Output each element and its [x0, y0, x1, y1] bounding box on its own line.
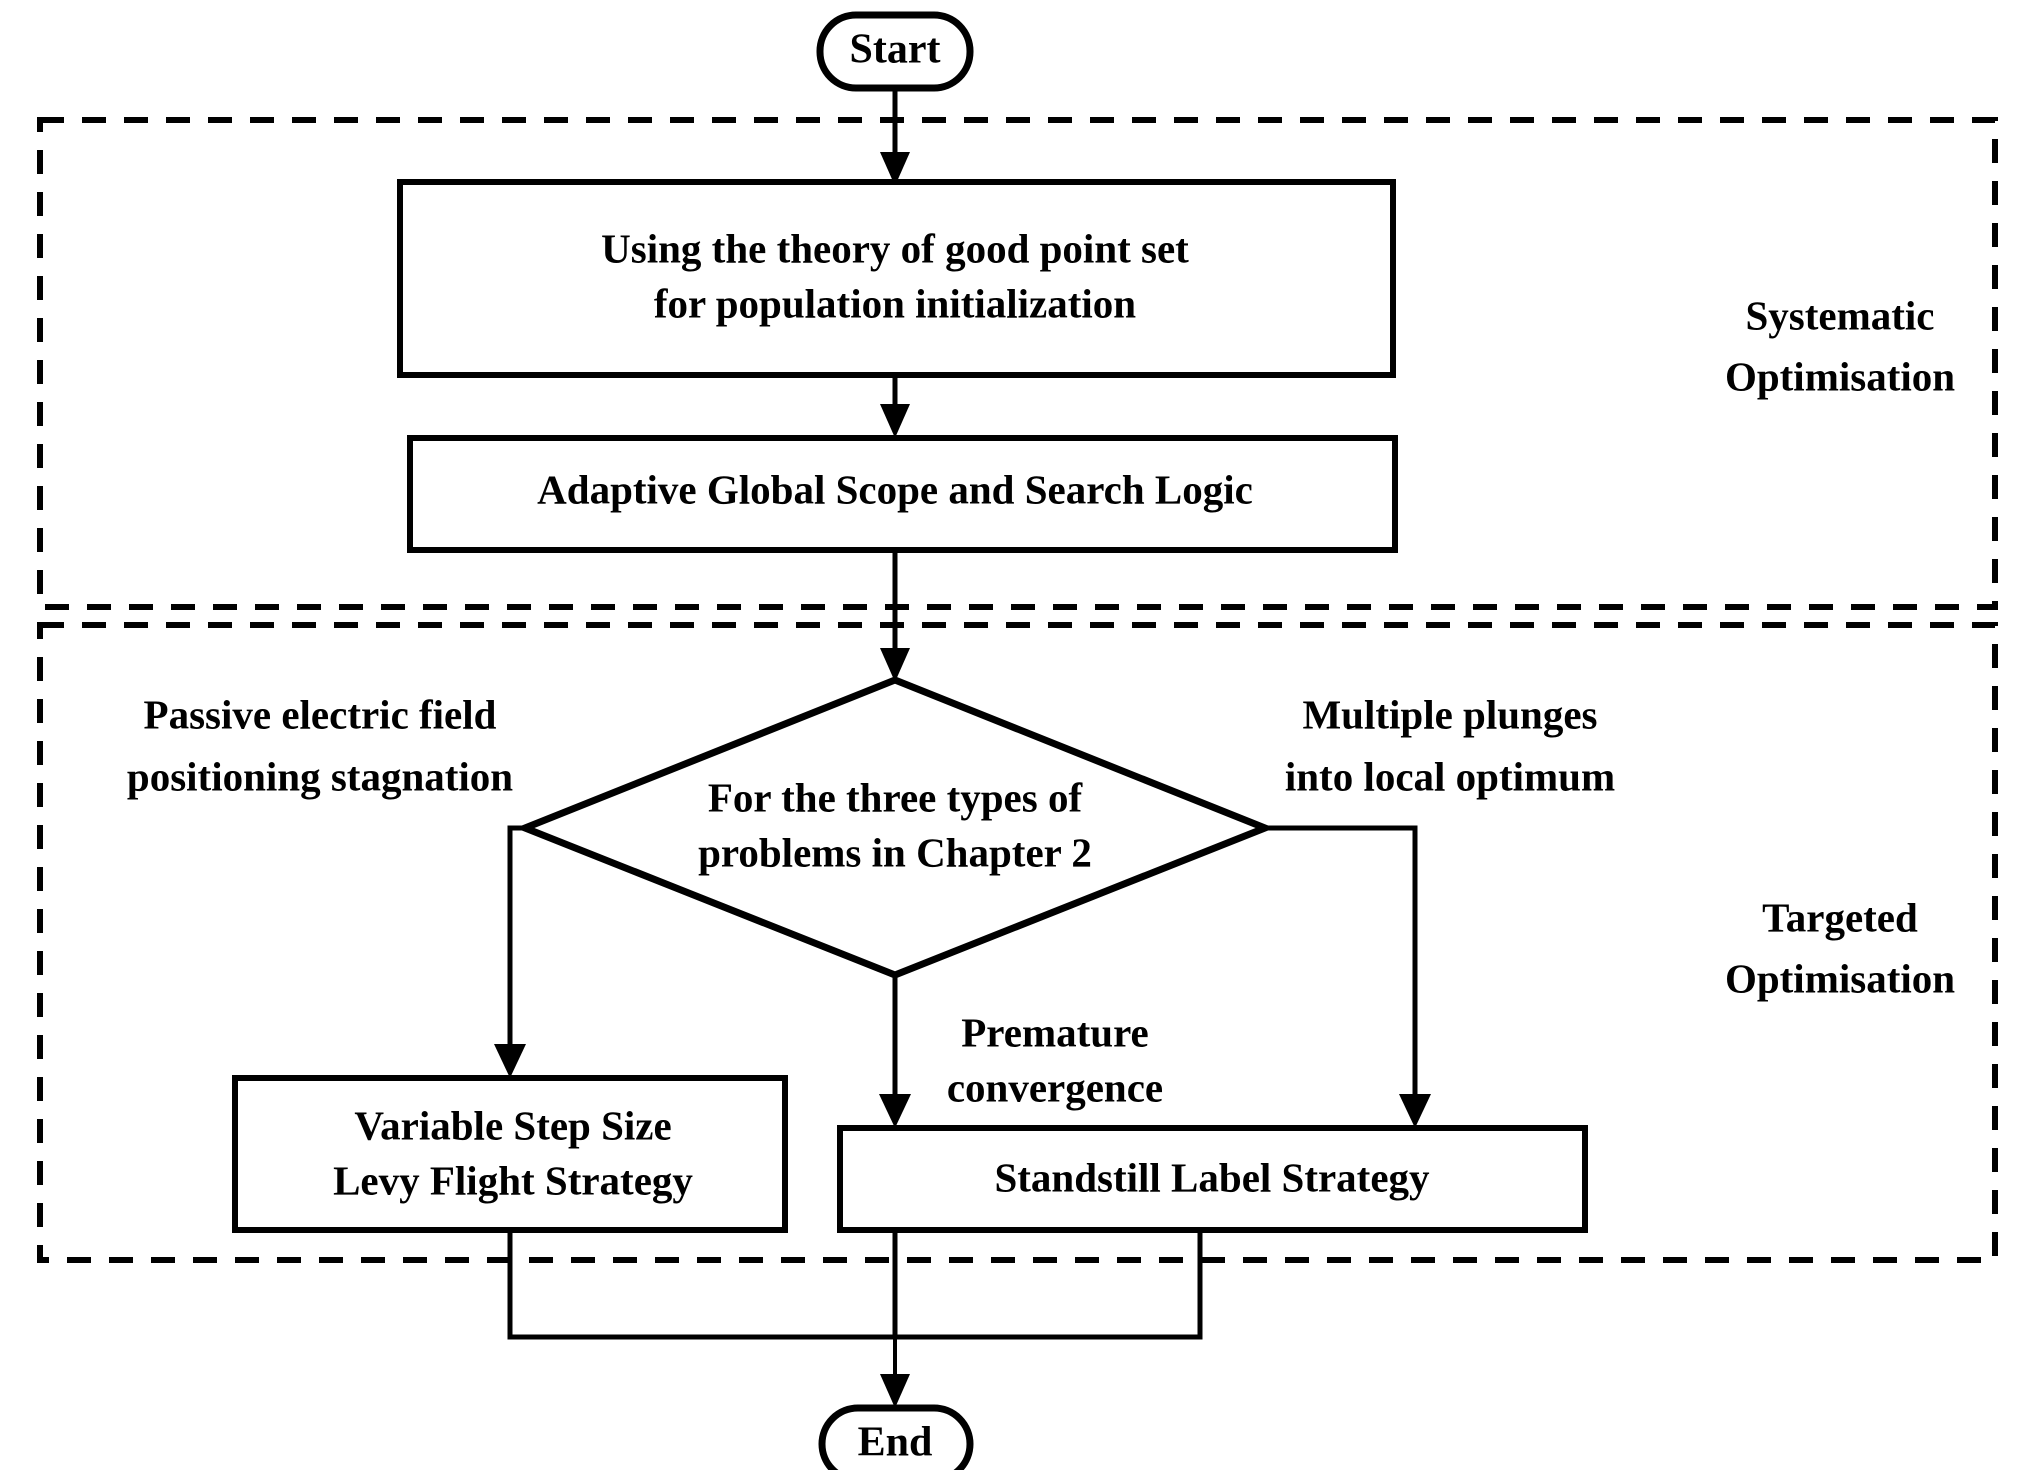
- node-end-shape[interactable]: [818, 1404, 974, 1470]
- edge-init-to-adaptive: [880, 375, 910, 438]
- node-standstill-shape[interactable]: [837, 1125, 1588, 1233]
- node-adaptive-shape[interactable]: [407, 435, 1398, 553]
- node-levy-label-line1: Variable Step Size: [354, 1102, 671, 1148]
- edge-label-left-branch-line2: positioning stagnation: [127, 753, 513, 799]
- edge-decision-to-levy: [494, 825, 526, 1078]
- node-decision-label-line2: problems in Chapter 2: [698, 829, 1092, 875]
- node-init-label-line2: for population initialization: [654, 280, 1136, 326]
- edge-label-left-branch-line1: Passive electric field: [144, 691, 497, 737]
- node-init-shape[interactable]: [397, 179, 1396, 378]
- edge-merge-to-end: [507, 1230, 1203, 1408]
- group-label-targeted-line2: Optimisation: [1725, 955, 1955, 1001]
- node-decision-shape[interactable]: [515, 676, 1275, 979]
- group-box-systematic-optimisation: [37, 117, 1998, 610]
- group-label-systematic-line1: Systematic: [1745, 292, 1934, 338]
- edge-decision-to-standstill-right: [1265, 825, 1431, 1128]
- node-standstill-label: Standstill Label Strategy: [994, 1154, 1430, 1200]
- group-box-targeted-optimisation: [37, 622, 1998, 1263]
- node-decision-label-line1: For the three types of: [708, 774, 1084, 820]
- group-label-targeted-line1: Targeted: [1762, 894, 1918, 940]
- edge-adaptive-to-decision: [880, 550, 910, 682]
- edge-start-to-init: [880, 88, 910, 186]
- node-levy-label-line2: Levy Flight Strategy: [333, 1157, 693, 1203]
- edge-label-right-branch-line2: into local optimum: [1285, 753, 1615, 799]
- edge-label-middle-branch-line2: convergence: [947, 1064, 1163, 1110]
- node-start-label: Start: [850, 27, 941, 73]
- edge-decision-to-standstill-middle: [879, 975, 911, 1128]
- node-adaptive-label: Adaptive Global Scope and Search Logic: [537, 466, 1253, 512]
- node-start-shape[interactable]: [816, 11, 974, 92]
- edge-label-right-branch-line1: Multiple plunges: [1302, 691, 1597, 737]
- edge-label-middle-branch-line1: Premature: [961, 1009, 1148, 1055]
- node-end-label: End: [858, 1420, 933, 1466]
- group-label-systematic-line2: Optimisation: [1725, 353, 1955, 399]
- node-levy-shape[interactable]: [232, 1075, 788, 1233]
- node-init-label-line1: Using the theory of good point set: [601, 225, 1189, 271]
